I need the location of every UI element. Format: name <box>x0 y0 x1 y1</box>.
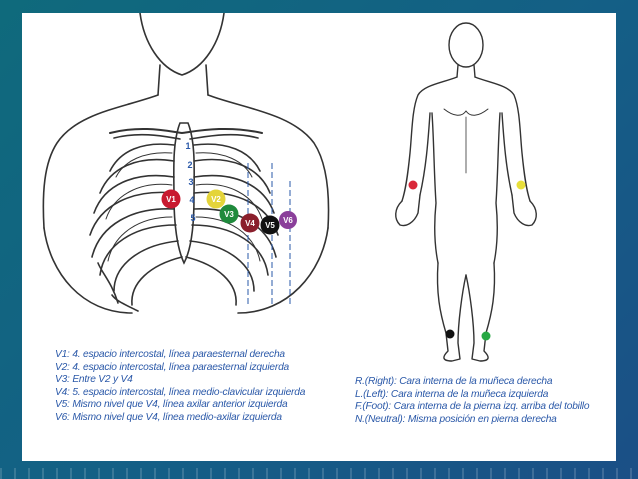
precordial-legend: V1: 4. espacio intercostal, línea paraes… <box>55 349 305 425</box>
diagram-card: 1 2 3 4 5 V1 V2 V3 V4 <box>22 13 616 461</box>
lead-label-v4: V4 <box>245 219 255 228</box>
electrode-left-leg <box>481 331 491 341</box>
electrode-v6: V6 <box>279 211 297 229</box>
precordial-electrodes: V1 V2 V3 V4 V5 V6 <box>161 189 297 235</box>
lead-label-v2: V2 <box>211 195 221 204</box>
electrode-right-wrist <box>408 180 418 190</box>
legend-item-v1: V1: 4. espacio intercostal, línea paraes… <box>55 349 285 360</box>
legend-item-v6: V6: Mismo nivel que V4, línea medio-axil… <box>55 411 282 423</box>
lead-label-v5: V5 <box>265 221 275 230</box>
intercostal-number: 2 <box>187 160 192 170</box>
lead-label-v3: V3 <box>224 210 234 219</box>
legend-item-v3: V3: Entre V2 y V4 <box>55 374 133 386</box>
legend-item-v5: V5: Mismo nivel que V4, línea axilar ant… <box>55 399 288 411</box>
ecg-diagram: 1 2 3 4 5 V1 V2 V3 V4 <box>42 13 537 362</box>
axillary-guide-lines <box>247 163 291 305</box>
electrode-v3: V3 <box>219 204 239 224</box>
lead-label-v1: V1 <box>166 195 176 204</box>
legend-item-v4: V4: 5. espacio intercostal, línea medio-… <box>55 386 306 398</box>
electrode-v2: V2 <box>206 189 226 209</box>
limb-electrodes <box>408 180 526 341</box>
electrode-v1: V1 <box>161 189 181 209</box>
footer-decoration <box>0 468 638 479</box>
electrode-right-leg <box>445 329 455 339</box>
intercostal-number: 1 <box>185 141 190 151</box>
electrode-left-wrist <box>516 180 526 190</box>
legend-item-left: L.(Left): Cara interna de la muñeca izqu… <box>355 388 549 400</box>
legend-item-right: R.(Right): Cara interna de la muñeca der… <box>355 376 553 387</box>
electrode-v4: V4 <box>240 213 260 233</box>
limb-legend: R.(Right): Cara interna de la muñeca der… <box>355 376 590 426</box>
intercostal-numbers: 1 2 3 4 5 <box>185 141 195 223</box>
intercostal-number: 5 <box>190 213 195 223</box>
intercostal-number: 3 <box>188 177 193 187</box>
intercostal-number: 4 <box>189 195 194 205</box>
electrode-v5: V5 <box>260 215 280 235</box>
chest-illustration <box>42 13 330 314</box>
legend-item-neutral: N.(Neutral): Misma posición en pierna de… <box>355 413 557 425</box>
legend-item-v2: V2: 4. espacio intercostal, línea paraes… <box>55 361 290 373</box>
lead-label-v6: V6 <box>283 216 293 225</box>
body-illustration <box>395 22 537 362</box>
legend-item-foot: F.(Foot): Cara interna de la pierna izq.… <box>355 401 590 413</box>
